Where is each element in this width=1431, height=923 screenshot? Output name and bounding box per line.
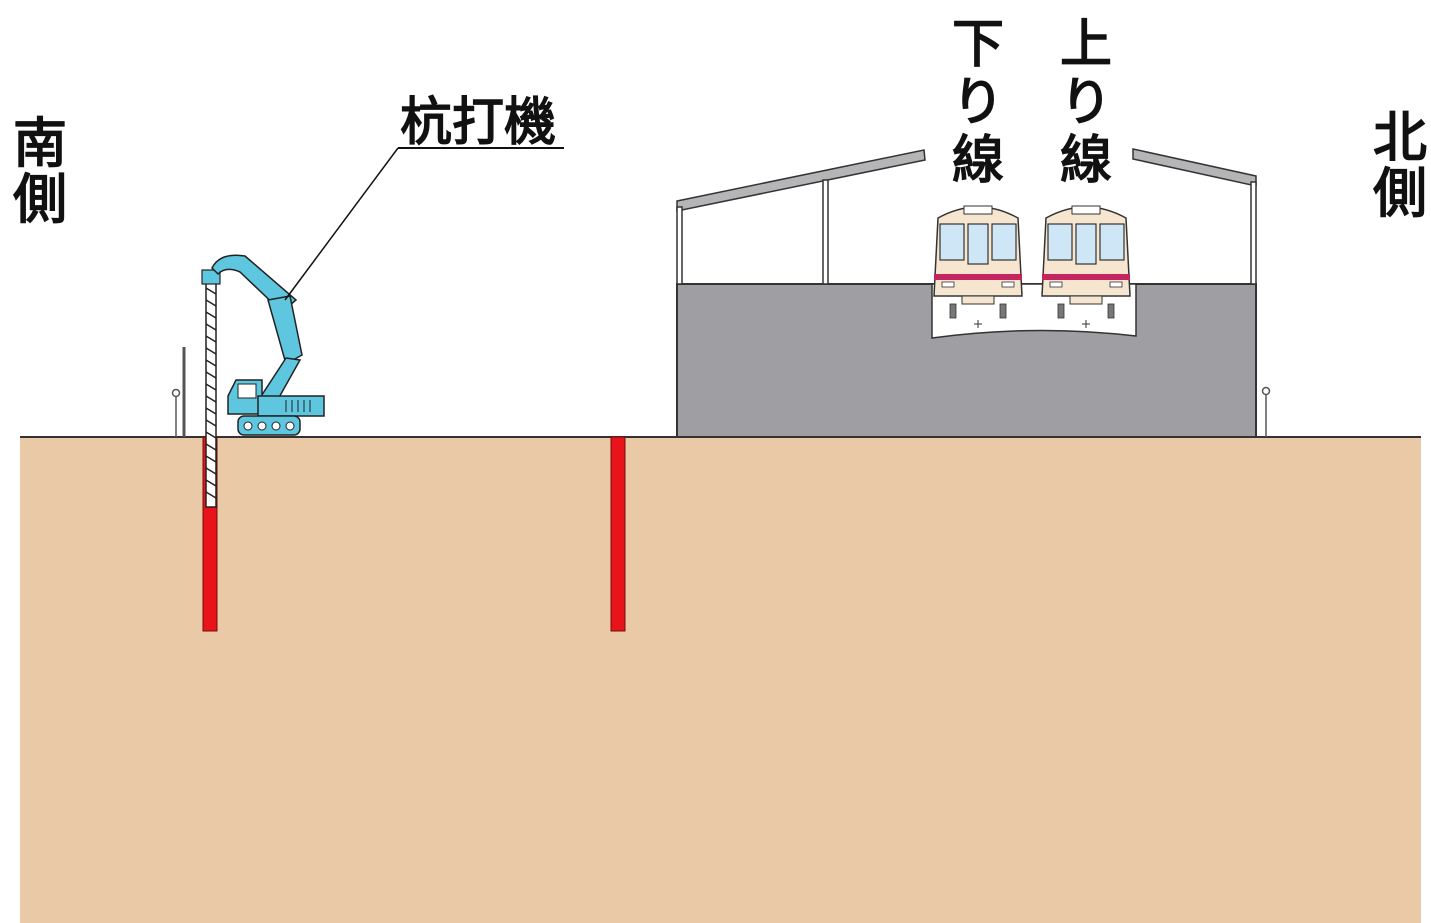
fence-post-south	[171, 347, 186, 437]
train-front-icon	[1041, 205, 1131, 328]
ground	[20, 437, 1421, 923]
fence-post-north	[1261, 386, 1271, 437]
roof-post	[676, 206, 683, 285]
train-front-icon	[933, 205, 1023, 328]
label-down-line: 下り線	[952, 15, 1004, 191]
machine-label-leader	[284, 147, 564, 301]
label-machine: 杭打機	[400, 93, 556, 153]
roof-south	[676, 149, 926, 212]
roof-post	[822, 179, 829, 285]
label-up-line: 上り線	[1060, 15, 1112, 191]
label-north: 北側	[1372, 106, 1427, 225]
roof-north	[1132, 148, 1257, 187]
pile-driver-icon	[201, 254, 325, 508]
label-south: 南側	[12, 112, 67, 231]
pile-middle	[610, 436, 626, 632]
roof-post	[1250, 181, 1257, 285]
